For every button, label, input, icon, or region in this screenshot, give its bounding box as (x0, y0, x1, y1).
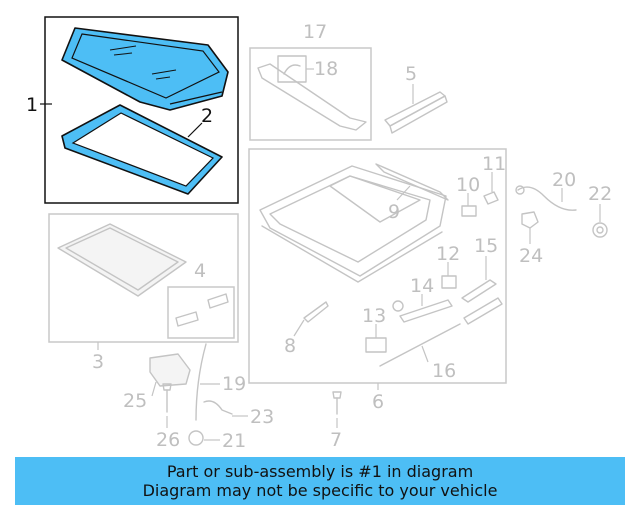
callout-8: 8 (284, 335, 296, 357)
callout-24: 24 (519, 245, 543, 267)
callout-5: 5 (405, 63, 417, 85)
leader-8 (293, 319, 305, 337)
info-banner: Part or sub-assembly is #1 in diagram Di… (15, 457, 625, 505)
callout-15: 15 (474, 235, 498, 257)
callout-19: 19 (222, 373, 246, 395)
bracket-part-8[interactable] (303, 301, 329, 323)
drain-hose-part-19[interactable] (195, 343, 207, 421)
motor-bracket-part-25[interactable] (149, 353, 191, 387)
callout-7: 7 (330, 429, 342, 451)
rail-part-9[interactable] (375, 163, 449, 201)
sunshade-part-3[interactable] (57, 223, 187, 297)
callout-2: 2 (201, 105, 213, 127)
sunroof-frame-part[interactable] (259, 165, 447, 283)
callout-22: 22 (588, 183, 612, 205)
callout-1: 1 (26, 94, 38, 116)
callout-26: 26 (156, 429, 180, 451)
deflector-part-17[interactable] (257, 63, 367, 131)
leader-16 (421, 345, 429, 363)
callout-11: 11 (482, 153, 506, 175)
banner-line-1: Part or sub-assembly is #1 in diagram (166, 462, 474, 481)
clamp-part-22[interactable] (592, 222, 608, 238)
bolt-part-14[interactable] (392, 299, 453, 323)
leader-9 (396, 185, 411, 201)
assembly-3-box[interactable] (48, 213, 239, 343)
clip-part-12[interactable] (441, 275, 457, 289)
leader-2 (187, 122, 203, 138)
assembly-4-box[interactable] (167, 286, 235, 339)
callout-12: 12 (436, 243, 460, 265)
bolt-part-7[interactable] (332, 391, 342, 415)
hose-connector-part-23[interactable] (203, 400, 233, 415)
glass-panel-part[interactable] (61, 27, 229, 111)
callout-23: 23 (250, 406, 274, 428)
parts-diagram: 1 2 17 18 5 6 9 10 11 12 (26, 16, 612, 452)
callout-21: 21 (222, 430, 246, 452)
callout-18: 18 (314, 58, 338, 80)
grommet-part-24[interactable] (521, 211, 539, 229)
callout-20: 20 (552, 169, 576, 191)
callout-4: 4 (194, 260, 206, 282)
callout-17: 17 (303, 21, 327, 43)
callout-25: 25 (123, 390, 147, 412)
callout-14: 14 (410, 275, 434, 297)
guide-part-15[interactable] (461, 279, 503, 325)
motor-part-13[interactable] (365, 337, 387, 353)
callout-16: 16 (432, 360, 456, 382)
bracket-part-10[interactable] (461, 205, 477, 217)
callout-9: 9 (388, 201, 400, 223)
handle-part-4[interactable] (175, 293, 229, 327)
banner-line-2: Diagram may not be specific to your vehi… (142, 481, 498, 500)
drain-hose-part-20[interactable] (515, 185, 577, 211)
callout-13: 13 (362, 305, 386, 327)
assembly-1-box[interactable] (44, 16, 239, 204)
cable-part-16[interactable] (379, 323, 461, 367)
clamp-part-21[interactable] (188, 430, 204, 446)
glass-seal-part-2[interactable] (61, 104, 223, 195)
rail-part-5[interactable] (384, 91, 448, 134)
callout-10: 10 (456, 174, 480, 196)
bracket-part-11[interactable] (483, 191, 499, 205)
bolt-part-26[interactable] (162, 383, 172, 413)
callout-6: 6 (372, 391, 384, 413)
assembly-17-box[interactable] (249, 47, 372, 141)
callout-3: 3 (92, 351, 104, 373)
leader-25 (151, 381, 157, 397)
